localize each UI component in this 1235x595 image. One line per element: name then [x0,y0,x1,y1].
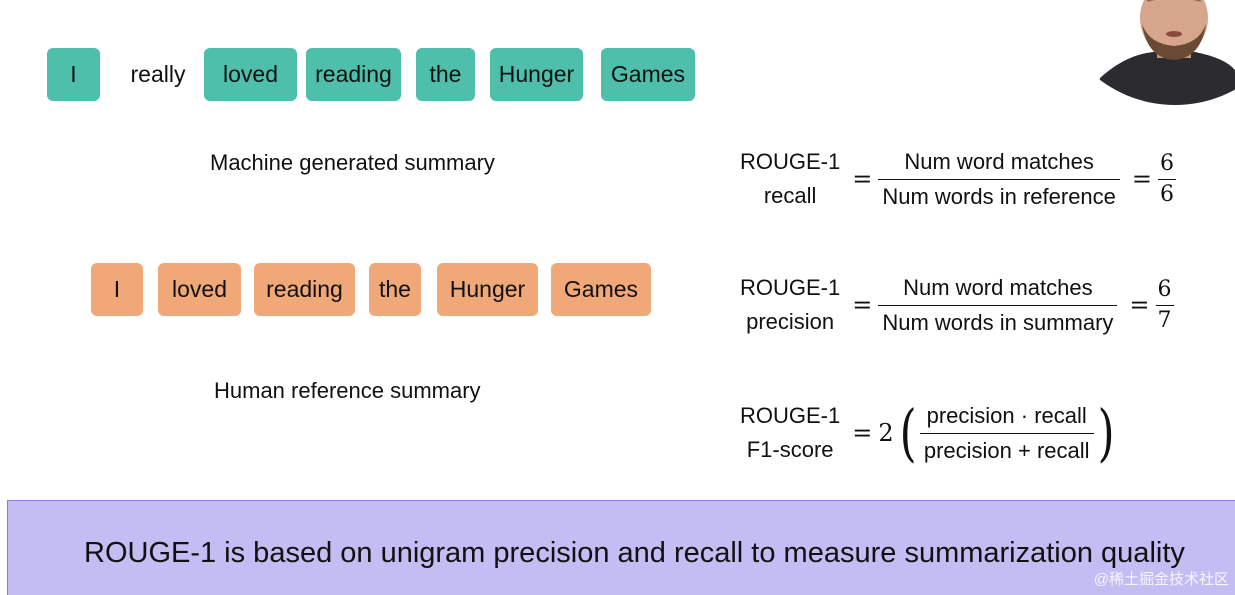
machine-caption: Machine generated summary [210,150,495,175]
f1-label-line1: ROUGE-1 [740,403,841,428]
equals-sign: = [1131,165,1153,193]
machine-token-hunger: Hunger [490,48,583,101]
precision-label-line2: precision [746,309,835,334]
f1-fraction: precision · recall precision + recall [919,401,1094,466]
recall-label-line1: ROUGE-1 [740,149,841,174]
recall-label-line2: recall [763,183,817,208]
recall-value: 6 6 [1158,149,1177,210]
precision-formula: ROUGE-1 precision = Num word matches Num… [740,270,1174,340]
precision-value: 6 7 [1155,275,1174,336]
summary-banner: ROUGE-1 is based on unigram precision an… [7,500,1235,595]
equals-sign: = [852,165,873,193]
watermark: @稀土掘金技术社区 [1093,571,1229,588]
precision-numerator: Num word matches [903,274,1093,300]
equals-sign: = [1129,291,1150,319]
recall-fraction: Num word matches Num words in reference [878,147,1120,212]
equals-sign: = [852,291,873,319]
recall-formula: ROUGE-1 recall = Num word matches Num wo… [740,144,1177,214]
machine-token-reading: reading [306,48,401,101]
presenter-webcam [1095,0,1235,105]
f1-denominator: precision + recall [919,432,1094,466]
machine-token-games: Games [601,48,695,101]
recall-value-numerator: 6 [1160,150,1175,176]
recall-value-denominator: 6 [1158,178,1177,210]
reference-token-i: I [91,263,143,316]
precision-value-numerator: 6 [1157,276,1172,302]
f1-formula: ROUGE-1 F1-score = 2 ( precision · recal… [740,398,1118,468]
precision-label: ROUGE-1 precision [740,271,840,339]
right-paren: ) [1097,396,1115,469]
precision-fraction: Num word matches Num words in summary [878,273,1118,338]
left-paren: ( [899,396,917,469]
machine-token-loved: loved [204,48,297,101]
reference-token-hunger: Hunger [437,263,538,316]
presenter-avatar-icon [1095,0,1235,105]
precision-value-denominator: 7 [1155,304,1174,336]
recall-denominator: Num words in reference [878,178,1120,212]
reference-token-games: Games [551,263,651,316]
reference-caption: Human reference summary [214,378,481,403]
f1-label: ROUGE-1 F1-score [740,399,840,467]
precision-label-line1: ROUGE-1 [740,275,841,300]
machine-token-the: the [416,48,475,101]
machine-token-i: I [47,48,100,101]
reference-token-the: the [369,263,421,316]
f1-coefficient: 2 [878,419,894,447]
reference-token-loved: loved [158,263,241,316]
recall-label: ROUGE-1 recall [740,145,840,213]
reference-token-reading: reading [254,263,355,316]
recall-numerator: Num word matches [904,148,1094,174]
banner-text: ROUGE-1 is based on unigram precision an… [84,537,1185,569]
f1-numerator: precision · recall [926,402,1087,428]
precision-denominator: Num words in summary [878,304,1118,338]
f1-label-line2: F1-score [746,437,834,462]
equals-sign: = [852,419,873,447]
machine-token-really: really [130,61,186,87]
